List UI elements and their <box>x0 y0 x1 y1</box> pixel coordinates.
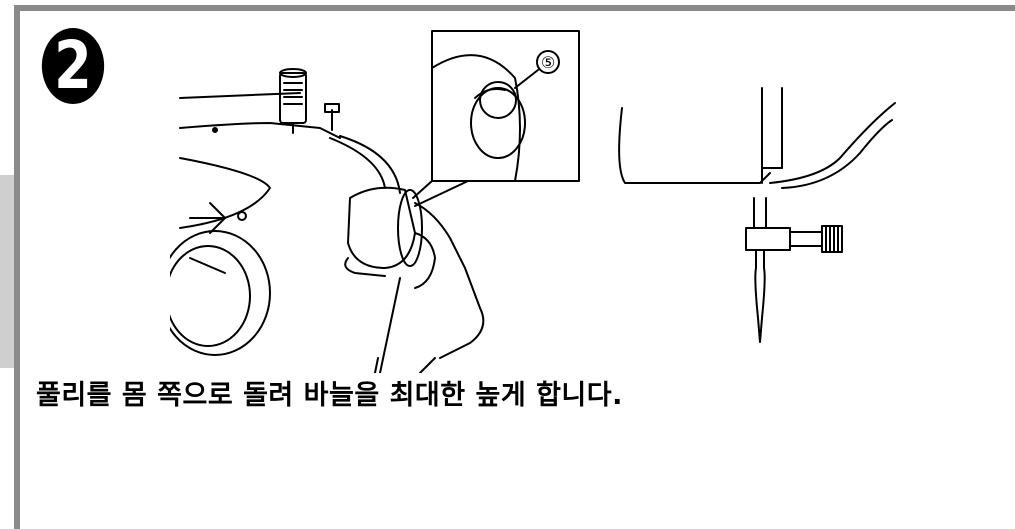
callout-box: ⑤ <box>412 30 580 207</box>
dial-icon <box>170 230 271 356</box>
top-border <box>14 5 1015 11</box>
handwheel-icon <box>347 186 423 269</box>
needle-detail-icon <box>618 87 896 343</box>
instruction-text: 풀리를 몸 쪽으로 돌려 바늘을 최대한 높게 합니다. <box>36 380 623 411</box>
side-tab <box>0 175 14 368</box>
hand-icon <box>344 202 485 373</box>
step-number-badge: 2 <box>41 28 105 104</box>
thread-line <box>179 92 301 99</box>
sewing-machine-illustration: ⑤ <box>170 30 896 373</box>
callout-number-label: ⑤ <box>541 53 555 72</box>
left-border <box>14 5 20 529</box>
spool-icon <box>279 68 307 134</box>
